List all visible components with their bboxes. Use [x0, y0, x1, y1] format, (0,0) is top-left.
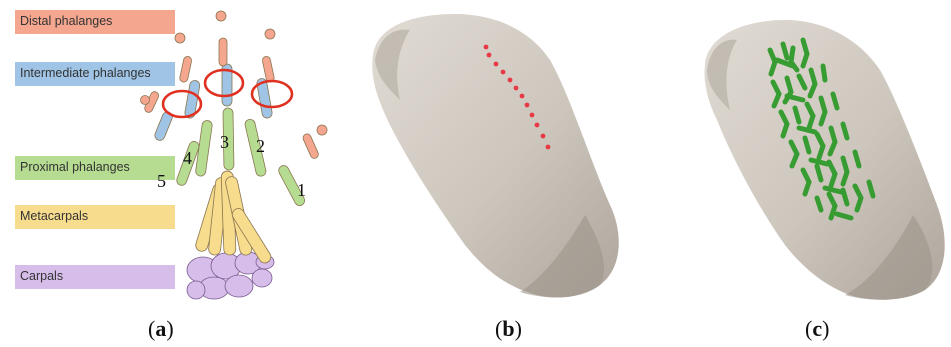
hand-skeleton-illustration: 1 2 3 4 5 — [0, 0, 335, 310]
caption-c: (c) — [805, 316, 829, 342]
bone-model-pattern-panel — [675, 0, 951, 310]
bone-model-with-red-markers — [355, 0, 640, 310]
finger-number-2: 2 — [256, 136, 265, 156]
caption-a: (a) — [148, 316, 174, 342]
proximal-phalanges-shape — [175, 108, 306, 207]
bone-model-markers-panel — [355, 0, 640, 310]
caption-b: (b) — [495, 316, 522, 342]
bone-model-with-green-pattern — [675, 0, 951, 310]
finger-number-5: 5 — [157, 171, 166, 191]
finger-number-1: 1 — [297, 180, 306, 200]
joint-highlight-circle — [252, 81, 292, 107]
finger-number-3: 3 — [220, 132, 229, 152]
metacarpals-shape — [194, 171, 273, 265]
finger-number-4: 4 — [183, 148, 192, 168]
hand-skeleton-panel: Distal phalanges Intermediate phalanges … — [0, 0, 335, 310]
